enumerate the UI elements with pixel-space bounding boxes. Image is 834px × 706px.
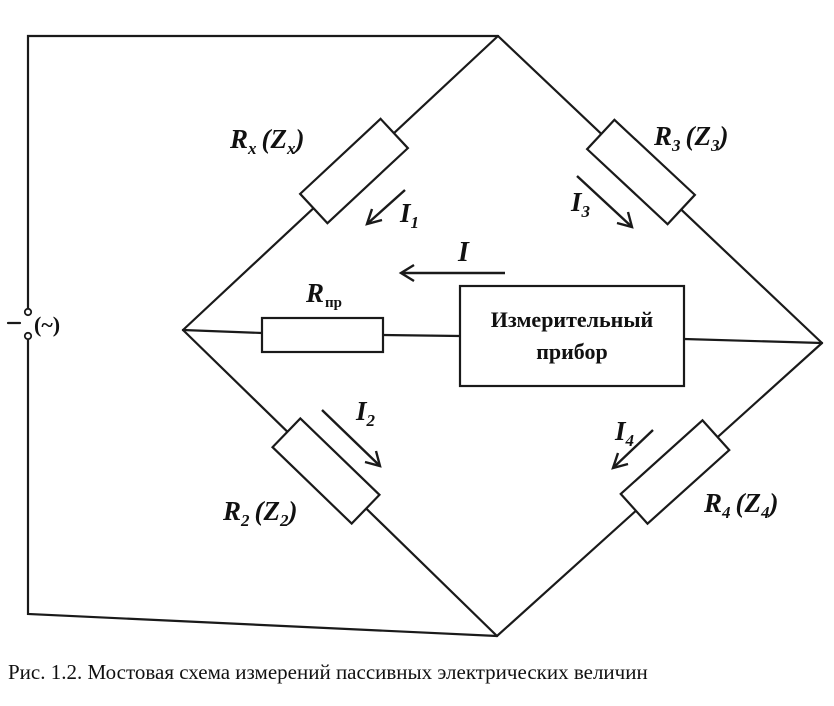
label-i1: I1 bbox=[399, 198, 419, 232]
arrow-i2 bbox=[321, 409, 382, 468]
label-i1-main: I bbox=[399, 198, 412, 228]
source-terminal-bottom bbox=[23, 331, 33, 341]
label-r3: R3(Z3) bbox=[653, 121, 729, 155]
label-r4: R4(Z4) bbox=[703, 488, 779, 522]
label-rpr-main: R bbox=[305, 278, 324, 308]
wire-source-top bbox=[26, 34, 500, 310]
resistor-r3 bbox=[585, 118, 697, 226]
label-r2-z-close: ) bbox=[286, 496, 298, 526]
resistor-r4 bbox=[619, 418, 731, 526]
measuring-instrument-box bbox=[458, 284, 686, 388]
arrow-i4 bbox=[611, 429, 654, 470]
label-r4-z-close: ) bbox=[767, 488, 779, 518]
label-i3-sub: 3 bbox=[581, 202, 591, 221]
label-i2: I2 bbox=[355, 396, 376, 430]
label-i: I bbox=[457, 237, 470, 268]
label-rx-z-sub: x bbox=[286, 139, 296, 158]
label-r3-z-open: (Z bbox=[686, 121, 711, 151]
label-rpr: Rпр bbox=[305, 278, 342, 311]
label-r2: R2(Z2) bbox=[222, 496, 298, 530]
label-rx-z-close: ) bbox=[293, 124, 305, 154]
wire-mid-right bbox=[682, 337, 824, 345]
measuring-instrument-label-line1: Измерительный bbox=[491, 307, 654, 332]
label-r2-sub: 2 bbox=[240, 511, 250, 530]
label-r2-z-sub: 2 bbox=[279, 511, 289, 530]
resistor-rpr bbox=[260, 316, 385, 354]
label-i3-main: I bbox=[570, 187, 583, 217]
resistor-rx bbox=[298, 117, 410, 225]
label-r3-z-close: ) bbox=[717, 121, 729, 151]
label-rx-z-open: (Z bbox=[262, 124, 287, 154]
arrow-i3 bbox=[576, 175, 634, 229]
figure-caption: Рис. 1.2. Мостовая схема измерений пасси… bbox=[8, 660, 648, 684]
label-r3-main: R bbox=[653, 121, 672, 151]
label-rx: Rx(Zx) bbox=[229, 124, 305, 158]
measuring-instrument-label-line2: прибор bbox=[536, 339, 608, 364]
label-i4-sub: 4 bbox=[625, 431, 635, 450]
wire-mid-left bbox=[181, 328, 264, 335]
label-i-main: I bbox=[457, 237, 470, 268]
arrow-i1 bbox=[365, 189, 406, 226]
source-terminal-top bbox=[23, 307, 33, 317]
label-r4-main: R bbox=[703, 488, 722, 518]
wire-source-bottom bbox=[26, 338, 499, 638]
wire-mid-center bbox=[381, 333, 462, 338]
arrow-i bbox=[398, 263, 505, 283]
bridge-circuit-diagram: Измерительный прибор Rx(Zx) R3( bbox=[6, 34, 824, 638]
label-r2-main: R bbox=[222, 496, 241, 526]
label-r4-z-sub: 4 bbox=[760, 503, 770, 522]
label-i1-sub: 1 bbox=[411, 213, 420, 232]
label-rpr-sub: пр bbox=[325, 295, 342, 311]
label-r3-sub: 3 bbox=[671, 136, 681, 155]
resistor-r2 bbox=[270, 416, 382, 526]
label-i2-sub: 2 bbox=[366, 411, 376, 430]
label-i3: I3 bbox=[570, 187, 591, 221]
label-i4-main: I bbox=[614, 416, 627, 446]
label-rx-sub: x bbox=[247, 139, 257, 158]
label-r2-z-open: (Z bbox=[255, 496, 280, 526]
label-r4-sub: 4 bbox=[721, 503, 731, 522]
label-rx-main: R bbox=[229, 124, 248, 154]
label-r3-z-sub: 3 bbox=[710, 136, 720, 155]
label-r4-z-open: (Z bbox=[736, 488, 761, 518]
label-i2-main: I bbox=[355, 396, 368, 426]
label-source: (~) bbox=[34, 312, 60, 337]
label-i4: I4 bbox=[614, 416, 634, 450]
